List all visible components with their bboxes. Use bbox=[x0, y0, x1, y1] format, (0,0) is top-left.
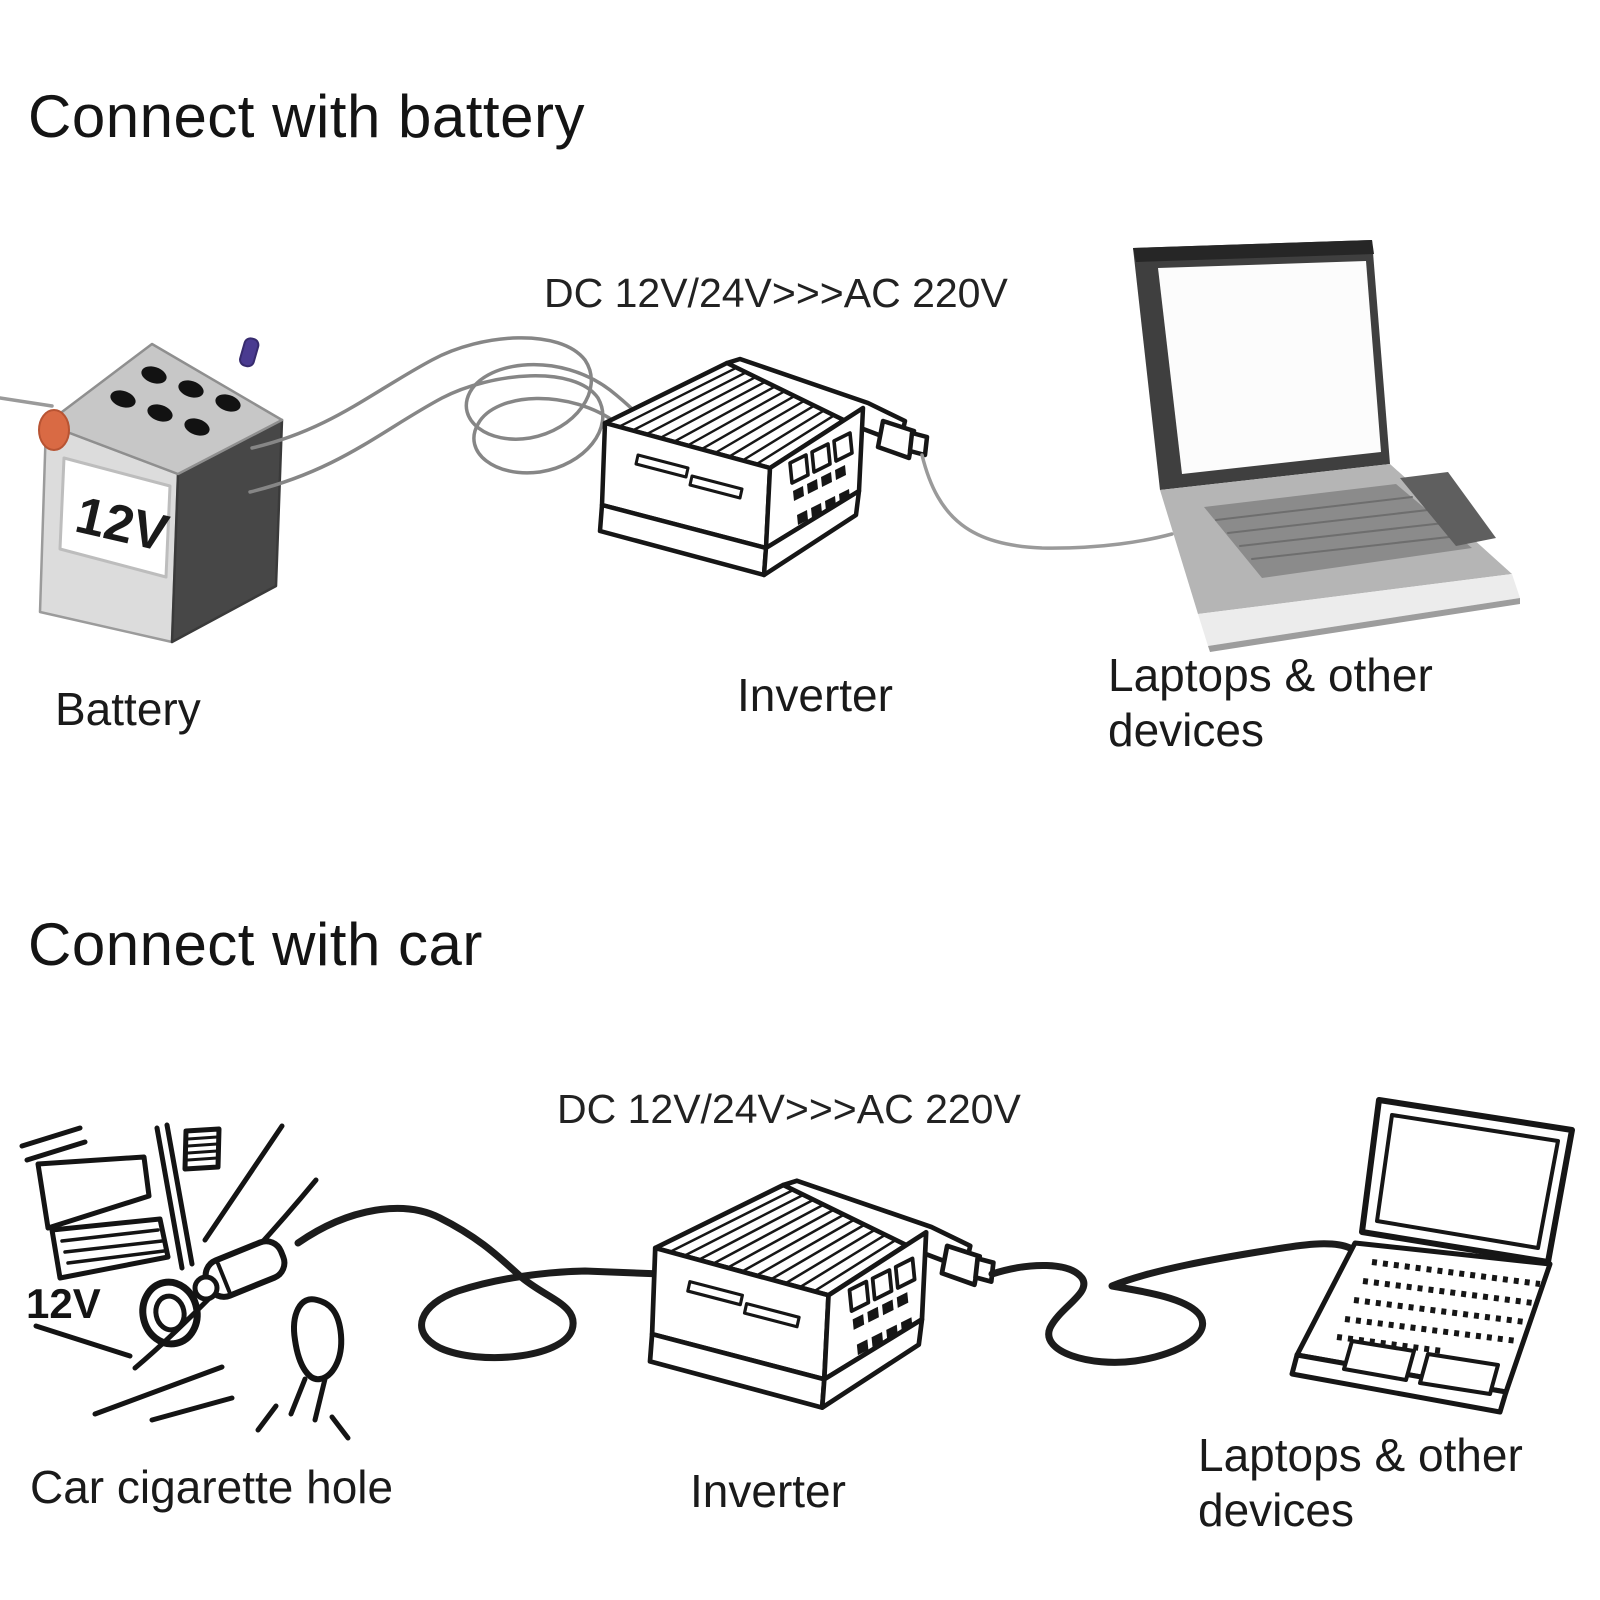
car-cigarette-hole-label: Car cigarette hole bbox=[30, 1461, 394, 1513]
conversion-label-battery: DC 12V/24V>>>AC 220V bbox=[544, 270, 1008, 316]
car-dashboard-illustration: 12V bbox=[19, 1122, 351, 1441]
plug-to-inverter-cable bbox=[294, 1205, 666, 1362]
inverter-label-1: Inverter bbox=[737, 669, 893, 721]
section-title-battery: Connect with battery bbox=[28, 83, 585, 150]
inverter-label-2: Inverter bbox=[690, 1465, 846, 1517]
laptop-illustration-photo bbox=[1133, 240, 1520, 652]
battery-voltage-plate bbox=[58, 456, 172, 579]
battery-terminal-positive bbox=[38, 409, 70, 451]
battery-to-inverter-cable bbox=[248, 336, 658, 494]
battery-terminal-negative bbox=[239, 337, 260, 368]
battery-left-lead bbox=[0, 396, 54, 408]
laptop-keyboard-keys bbox=[1336, 1259, 1541, 1354]
inverter-illustration bbox=[600, 359, 927, 575]
inverter-to-laptop-cable bbox=[920, 453, 1174, 550]
conversion-label-car: DC 12V/24V>>>AC 220V bbox=[557, 1086, 1021, 1132]
battery-cell-caps bbox=[110, 366, 241, 436]
inverter-to-laptop-cable-2 bbox=[988, 1240, 1354, 1366]
devices-label-2: Laptops & other devices bbox=[1198, 1429, 1523, 1537]
battery-label: Battery bbox=[55, 683, 201, 735]
inverter-illustration-2 bbox=[650, 1181, 993, 1408]
battery-illustration: 12V bbox=[38, 337, 284, 644]
devices-label-1: Laptops & other devices bbox=[1108, 649, 1433, 757]
laptop-illustration-line bbox=[1289, 1097, 1575, 1415]
section-title-car: Connect with car bbox=[28, 911, 483, 978]
car-socket-voltage-label: 12V bbox=[26, 1280, 101, 1327]
